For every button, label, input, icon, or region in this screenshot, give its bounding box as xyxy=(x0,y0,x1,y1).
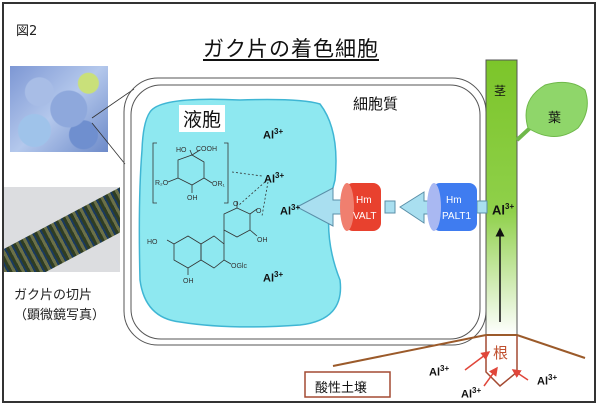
hydrangea-flower-photo xyxy=(10,66,108,152)
leaf-label: 葉 xyxy=(548,111,562,126)
ion-symbol: Al xyxy=(263,272,274,285)
ion-symbol: Al xyxy=(461,388,472,401)
quinic-label-or1: OR₁ xyxy=(212,181,226,188)
quinic-label-r2o: R₂O xyxy=(155,180,169,187)
ion-charge: 3+ xyxy=(274,127,284,136)
ion-symbol: Al xyxy=(537,375,548,388)
al-ion-soil-right: Al3+ xyxy=(537,373,557,388)
root-label: 根 xyxy=(493,344,509,362)
soil-label: 酸性土壌 xyxy=(315,381,368,396)
leaf-petiole xyxy=(515,126,532,142)
photo-caption: ガク片の切片 （顕微鏡写真） xyxy=(14,286,105,326)
quinic-label-cooh: COOH xyxy=(196,146,217,153)
al-ion-complexed: Al3+ xyxy=(264,171,284,186)
ion-symbol: Al xyxy=(280,205,291,218)
molecule-labels: HO COOH R₂O OR₁ OH HO OH OGlc O O OH xyxy=(147,146,268,285)
ion-symbol: Al xyxy=(429,366,440,379)
quinic-acid-structure xyxy=(152,142,269,217)
cytoplasm-label: 細胞質 xyxy=(353,95,399,113)
antho-label-o2: O xyxy=(256,208,262,215)
ion-charge: 3+ xyxy=(548,373,558,382)
leaf xyxy=(525,81,588,137)
caption-line-2: （顕微鏡写真） xyxy=(14,308,106,323)
al-uptake-arrow-bottom xyxy=(483,366,498,387)
figure-label: 図2 xyxy=(16,24,38,39)
al-ion-vacuole-top: Al3+ xyxy=(263,127,283,142)
vacuole-label: 液胞 xyxy=(179,105,226,132)
antho-label-ho: HO xyxy=(147,239,158,246)
al-ion-soil-left: Al3+ xyxy=(429,364,449,379)
quinic-label-ho: HO xyxy=(176,147,187,154)
al-ion-transported: Al3+ xyxy=(280,203,300,218)
valt-label-line1: Hm xyxy=(356,195,372,206)
al-ion-vacuole-bottom: Al3+ xyxy=(263,270,283,285)
ion-symbol: Al xyxy=(264,173,275,186)
figure-frame xyxy=(2,2,596,403)
ion-symbol: Al xyxy=(263,129,274,142)
figure-title: ガク片の着色細胞 xyxy=(203,37,379,61)
antho-label-oglc: OGlc xyxy=(231,263,247,270)
al-ion-stem: Al3+ xyxy=(492,202,514,217)
al-uptake-arrow-right xyxy=(511,369,529,381)
quinic-label-oh: OH xyxy=(187,195,198,202)
callout-line-top xyxy=(91,88,135,119)
ion-charge: 3+ xyxy=(472,386,482,395)
caption-line-1: ガク片の切片 xyxy=(14,288,93,303)
palt1-transporter xyxy=(427,183,477,231)
ion-charge: 3+ xyxy=(275,171,285,180)
transport-arrow-tail-stem xyxy=(476,200,488,214)
transport-arrow-tail xyxy=(384,200,396,214)
sepal-section-micrograph xyxy=(4,187,120,272)
palt1-label-line1: Hm xyxy=(446,195,462,206)
stem xyxy=(485,59,518,336)
anthocyanin-structure xyxy=(166,201,258,275)
ion-charge: 3+ xyxy=(505,202,515,211)
al-ion-soil-bottom: Al3+ xyxy=(461,386,481,401)
soil-label-box xyxy=(304,371,391,398)
soil-surface-line xyxy=(332,334,586,367)
antho-label-oh-right: OH xyxy=(257,237,268,244)
callout-line-bottom xyxy=(91,122,126,165)
palt1-label-line2: PALT1 xyxy=(442,211,472,222)
ion-symbol: Al xyxy=(492,202,505,218)
antho-label-oh-bottom: OH xyxy=(183,278,194,285)
al-uptake-arrow-left xyxy=(464,351,491,371)
antho-label-o1: O xyxy=(233,201,239,208)
valt-transporter xyxy=(340,183,381,231)
ion-charge: 3+ xyxy=(291,203,301,212)
valt-label-line2: VALT xyxy=(353,211,377,222)
ion-charge: 3+ xyxy=(440,364,450,373)
stem-label: 茎 xyxy=(494,84,507,98)
ion-charge: 3+ xyxy=(274,270,284,279)
